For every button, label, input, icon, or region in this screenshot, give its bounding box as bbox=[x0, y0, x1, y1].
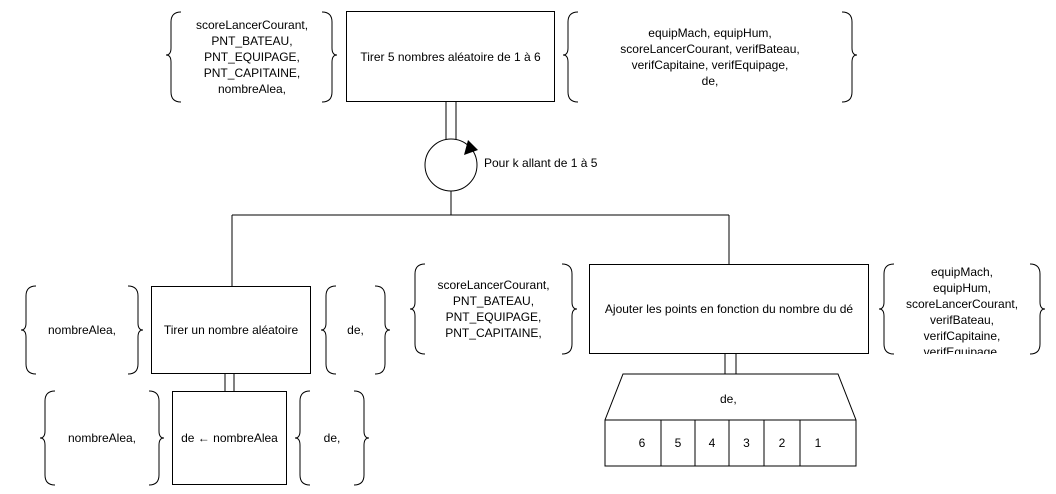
top-input: nombreAlea, bbox=[217, 82, 287, 96]
left-input: nombreAlea, bbox=[47, 323, 117, 337]
left-sub-action-label: de ← nombreAlea bbox=[181, 431, 278, 445]
left-outputs: de, bbox=[336, 286, 375, 374]
switch-case-1[interactable]: 1 bbox=[814, 436, 822, 450]
right-input: PNT_BATEAU, bbox=[452, 294, 535, 308]
top-output: verifCapitaine, verifEquipage, bbox=[631, 58, 789, 72]
right-output: verifCapitaine, bbox=[923, 329, 1001, 343]
top-output: equipMach, equipHum, bbox=[648, 26, 772, 40]
right-input: PNT_CAPITAINE, bbox=[445, 326, 542, 340]
switch-case-6[interactable]: 6 bbox=[638, 436, 646, 450]
left-sub-outputs: de, bbox=[310, 391, 354, 485]
left-sub-inputs: nombreAlea, bbox=[55, 391, 149, 485]
right-output: equipHum, bbox=[932, 281, 992, 295]
left-output: de, bbox=[347, 323, 364, 337]
top-inputs: scoreLancerCourant, PNT_BATEAU, PNT_EQUI… bbox=[180, 12, 324, 102]
right-input: PNT_EQUIPAGE, bbox=[445, 310, 542, 324]
top-input: PNT_EQUIPAGE, bbox=[204, 50, 300, 64]
switch-case-3[interactable]: 3 bbox=[743, 436, 750, 450]
left-sub-input: nombreAlea, bbox=[67, 431, 137, 445]
switch-case-2[interactable]: 2 bbox=[778, 436, 786, 450]
left-inputs: nombreAlea, bbox=[36, 286, 128, 374]
top-output: de, bbox=[701, 74, 719, 88]
top-input: scoreLancerCourant, bbox=[195, 18, 309, 32]
loop-arrow-icon bbox=[464, 140, 478, 155]
right-action-label: Ajouter les points en fonction du nombre… bbox=[604, 302, 854, 316]
loop-label: Pour k allant de 1 à 5 bbox=[484, 156, 598, 170]
top-action-label: Tirer 5 nombres aléatoire de 1 à 6 bbox=[360, 49, 541, 64]
left-sub-output: de, bbox=[323, 431, 341, 445]
top-output: scoreLancerCourant, verifBateau, bbox=[620, 42, 800, 56]
switch-case-5[interactable]: 5 bbox=[674, 436, 682, 450]
right-action-box[interactable]: Ajouter les points en fonction du nombre… bbox=[589, 264, 869, 354]
right-inputs: scoreLancerCourant, PNT_BATEAU, PNT_EQUI… bbox=[425, 264, 562, 354]
right-output: verifEquipage, bbox=[923, 345, 1001, 354]
top-input: PNT_BATEAU, bbox=[211, 34, 293, 48]
right-output: verifBateau, bbox=[929, 313, 995, 327]
left-action-label: Tirer un nombre aléatoire bbox=[163, 323, 299, 337]
left-action-box[interactable]: Tirer un nombre aléatoire bbox=[151, 286, 311, 374]
right-input: scoreLancerCourant, bbox=[437, 278, 550, 292]
left-sub-action-box[interactable]: de ← nombreAlea bbox=[172, 391, 287, 485]
right-output: scoreLancerCourant, bbox=[905, 297, 1019, 311]
right-output: equipMach, bbox=[930, 265, 994, 279]
right-outputs: equipMach, equipHum, scoreLancerCourant,… bbox=[894, 264, 1030, 354]
top-action-box[interactable]: Tirer 5 nombres aléatoire de 1 à 6 bbox=[346, 11, 555, 102]
top-input: PNT_CAPITAINE, bbox=[203, 66, 301, 80]
top-outputs: equipMach, equipHum, scoreLancerCourant,… bbox=[578, 12, 842, 102]
switch-variable: de, bbox=[720, 392, 737, 406]
switch-case-4[interactable]: 4 bbox=[708, 436, 716, 450]
